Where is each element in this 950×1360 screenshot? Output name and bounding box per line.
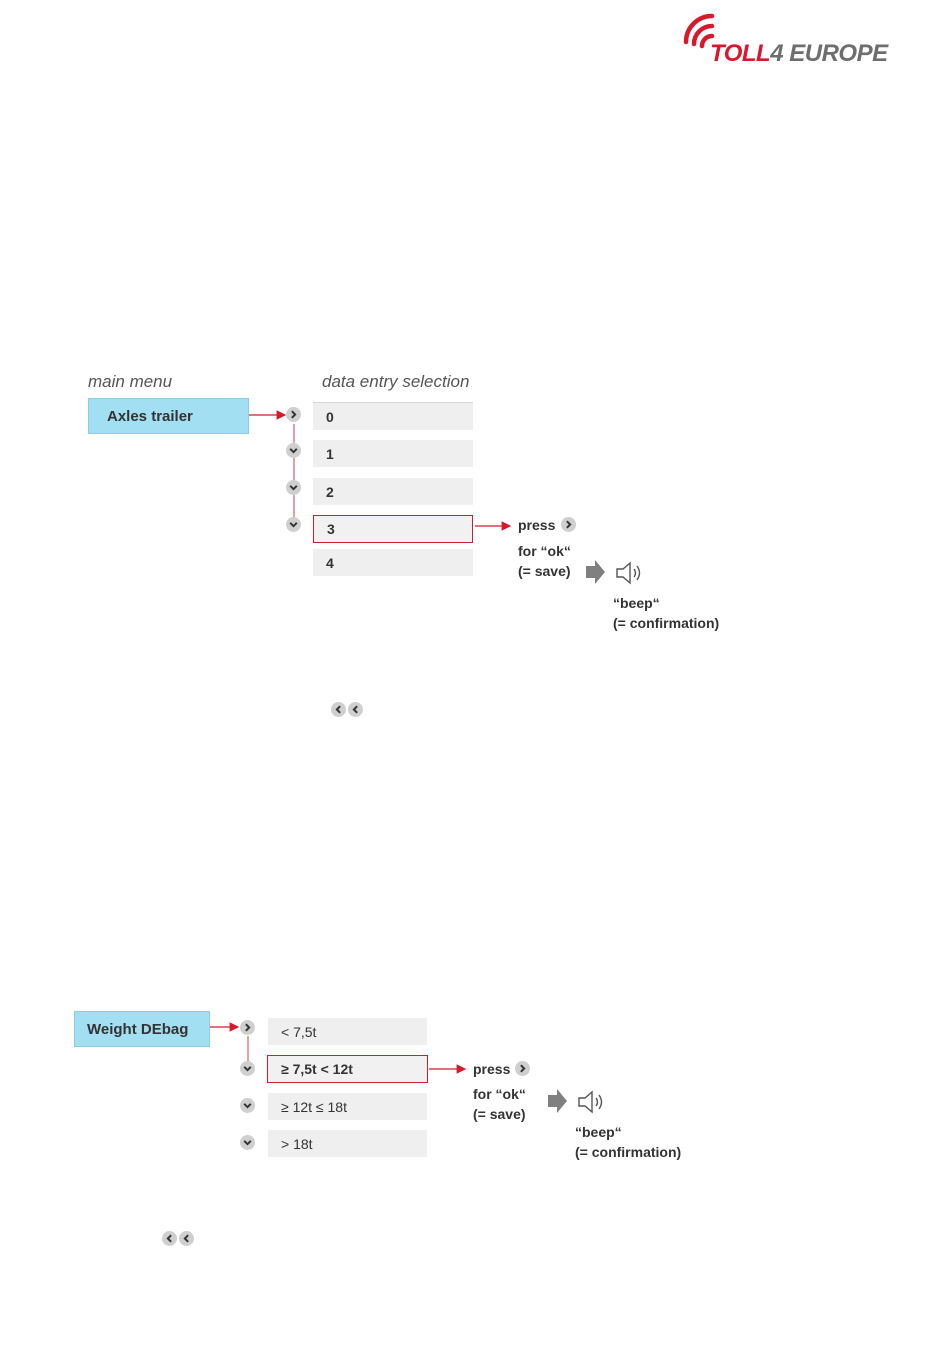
option-3-selected[interactable]: 3 — [313, 515, 473, 543]
speaker-icon — [577, 1089, 607, 1115]
chevron-down-icon[interactable] — [286, 480, 301, 495]
chevron-right-icon — [561, 517, 576, 532]
data-entry-selection-label: data entry selection — [322, 372, 469, 392]
save-label: (= save) — [473, 1104, 526, 1124]
gray-arrow-right-icon — [584, 559, 606, 585]
chevron-right-icon — [515, 1061, 530, 1076]
chevron-down-icon[interactable] — [240, 1135, 255, 1150]
option-gt-18t[interactable]: > 18t — [268, 1130, 427, 1157]
option-4[interactable]: 4 — [313, 549, 473, 576]
chevron-down-icon[interactable] — [286, 443, 301, 458]
chevron-down-icon[interactable] — [240, 1098, 255, 1113]
save-label: (= save) — [518, 561, 571, 581]
confirmation-label: (= confirmation) — [575, 1142, 681, 1162]
option-7-5t-12t-selected[interactable]: ≥ 7,5t < 12t — [267, 1055, 428, 1083]
chevron-left-icon — [179, 1231, 194, 1246]
chevron-right-icon[interactable] — [286, 407, 301, 422]
beep-label: “beep“ — [575, 1122, 622, 1142]
chevron-left-icon — [348, 702, 363, 717]
for-ok-label: for “ok“ — [473, 1084, 526, 1104]
press-label: press — [518, 515, 555, 535]
gray-arrow-right-icon — [546, 1088, 568, 1114]
weight-debag-menu-item[interactable]: Weight DEbag — [74, 1011, 210, 1047]
main-menu-label: main menu — [88, 372, 172, 392]
chevron-down-icon[interactable] — [240, 1061, 255, 1076]
option-lt-7-5t[interactable]: < 7,5t — [268, 1018, 427, 1045]
speaker-icon — [615, 560, 645, 586]
beep-label: “beep“ — [613, 593, 660, 613]
double-chevron-left-icon[interactable] — [162, 1231, 194, 1246]
axles-trailer-menu-item[interactable]: Axles trailer — [88, 398, 249, 434]
option-0[interactable]: 0 — [313, 402, 473, 430]
chevron-down-icon[interactable] — [286, 517, 301, 532]
for-ok-label: for “ok“ — [518, 541, 571, 561]
double-chevron-left-icon[interactable] — [331, 702, 363, 717]
confirmation-label: (= confirmation) — [613, 613, 719, 633]
press-label: press — [473, 1059, 510, 1079]
chevron-left-icon — [331, 702, 346, 717]
option-2[interactable]: 2 — [313, 478, 473, 505]
option-1[interactable]: 1 — [313, 440, 473, 467]
chevron-right-icon[interactable] — [240, 1020, 255, 1035]
option-12t-18t[interactable]: ≥ 12t ≤ 18t — [268, 1093, 427, 1120]
chevron-left-icon — [162, 1231, 177, 1246]
